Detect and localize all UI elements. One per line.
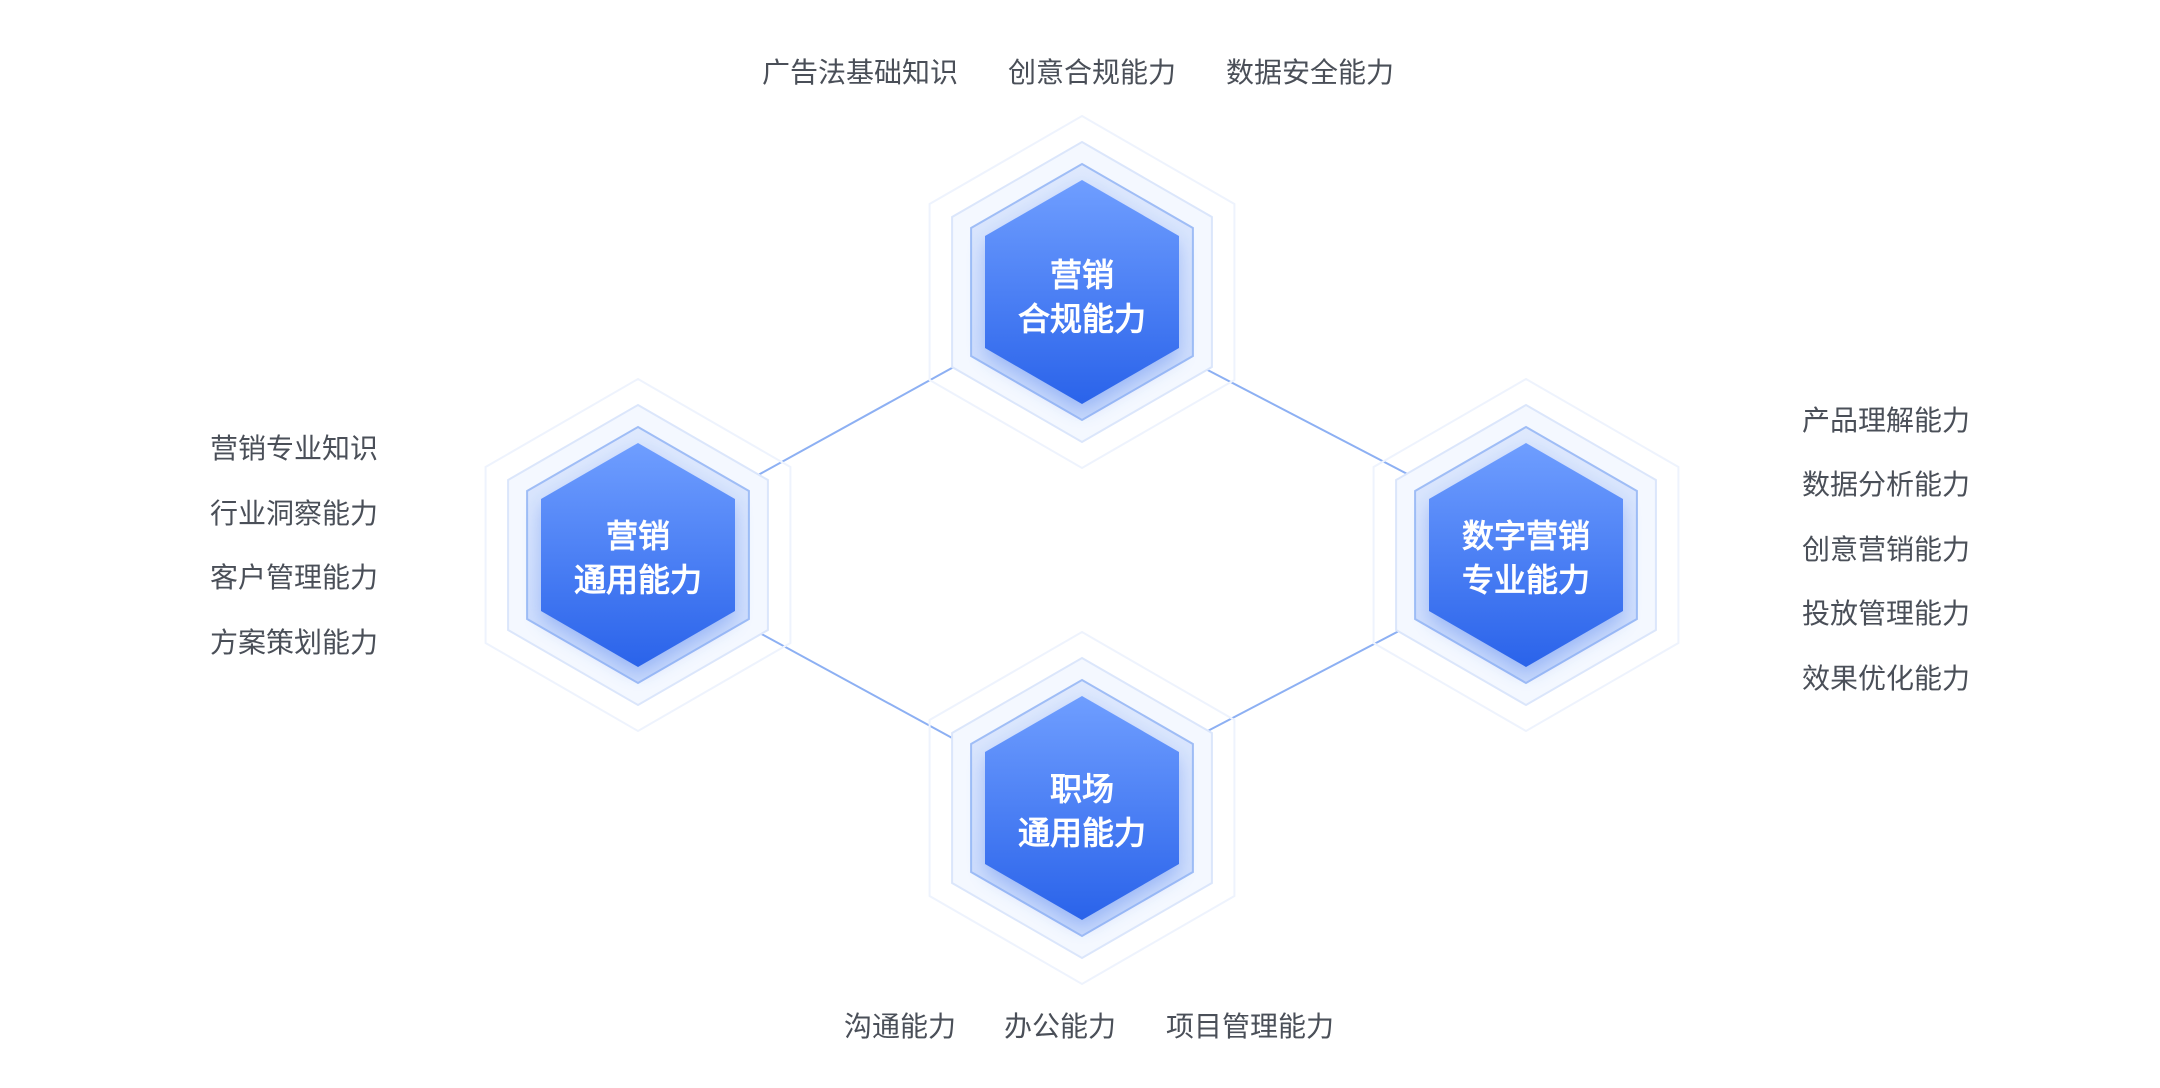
hex-core	[541, 443, 735, 667]
skill-label: 产品理解能力	[1802, 404, 1970, 437]
skill-label: 营销专业知识	[210, 432, 378, 465]
skill-label: 数据安全能力	[1226, 56, 1394, 89]
hex-title-line-1: 营销	[1050, 256, 1114, 294]
skills-right: 产品理解能力 数据分析能力 创意营销能力 投放管理能力 效果优化能力	[1802, 404, 1970, 695]
hex-core	[985, 180, 1179, 404]
skills-left: 营销专业知识 行业洞察能力 客户管理能力 方案策划能力	[210, 432, 378, 659]
hex-node-bottom: 职场 通用能力	[928, 630, 1236, 986]
skill-label: 方案策划能力	[210, 626, 378, 659]
hex-title-line-2: 合规能力	[1018, 300, 1146, 338]
hex-title-line-1: 数字营销	[1462, 517, 1590, 555]
skill-label: 创意营销能力	[1802, 533, 1970, 566]
skill-label: 广告法基础知识	[762, 56, 958, 89]
hex-node-right: 数字营销 专业能力	[1372, 377, 1680, 733]
skill-label: 创意合规能力	[1008, 56, 1176, 89]
skill-label: 客户管理能力	[210, 561, 378, 594]
connector-top-left	[739, 357, 971, 486]
hex-title-line-2: 通用能力	[574, 561, 702, 599]
hex-title-line-1: 营销	[606, 517, 670, 555]
hex-outer-halo	[928, 630, 1236, 986]
hex-outer-halo	[928, 114, 1236, 470]
skill-label: 沟通能力	[844, 1010, 956, 1043]
hex-outer-halo	[1372, 377, 1680, 733]
skill-label: 数据分析能力	[1802, 468, 1970, 501]
hex-title-line-1: 职场	[1050, 770, 1114, 808]
connector-right-bottom	[1199, 619, 1421, 736]
hex-outer-halo	[484, 377, 792, 733]
hex-title-line-2: 通用能力	[1018, 814, 1146, 852]
hex-node-left: 营销 通用能力	[484, 377, 792, 733]
skill-label: 项目管理能力	[1166, 1010, 1334, 1043]
hex-node-top: 营销 合规能力	[928, 114, 1236, 470]
skill-label: 办公能力	[1004, 1010, 1116, 1043]
skill-label: 效果优化能力	[1802, 662, 1970, 695]
skill-label: 行业洞察能力	[210, 497, 378, 530]
skill-label: 投放管理能力	[1802, 597, 1970, 630]
connector-lines	[739, 357, 1421, 746]
hex-core	[1429, 443, 1623, 667]
hex-core	[985, 696, 1179, 920]
connector-left-bottom	[744, 624, 966, 746]
connector-top-right	[1197, 364, 1416, 479]
skills-bottom: 沟通能力 办公能力 项目管理能力	[844, 1010, 1334, 1043]
skills-top: 广告法基础知识 创意合规能力 数据安全能力	[762, 56, 1394, 89]
hex-title-line-2: 专业能力	[1462, 561, 1590, 599]
